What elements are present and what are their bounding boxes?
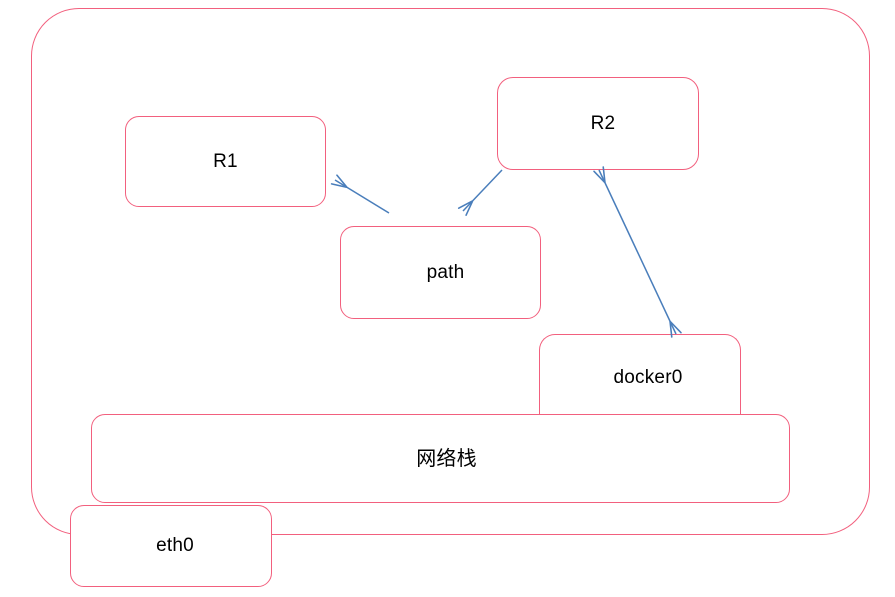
- node-eth0-label: eth0: [156, 535, 194, 556]
- node-r2[interactable]: R2: [497, 77, 699, 170]
- node-path-label: path: [426, 262, 465, 283]
- node-r1[interactable]: R1: [125, 116, 326, 207]
- node-docker0-label: docker0: [613, 367, 683, 388]
- node-network-stack[interactable]: 网络栈: [91, 414, 790, 503]
- node-eth0[interactable]: eth0: [70, 505, 272, 587]
- node-network-stack-label: 网络栈: [416, 447, 477, 470]
- node-r2-label: R2: [590, 113, 616, 134]
- node-path[interactable]: path: [340, 226, 541, 319]
- node-r1-label: R1: [213, 151, 238, 172]
